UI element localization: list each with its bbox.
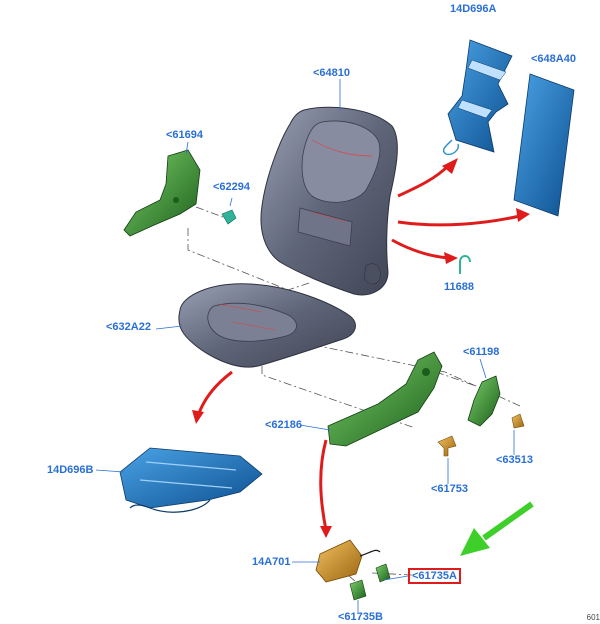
part-61753 — [437, 435, 457, 457]
heater-mat-14D696A — [442, 39, 513, 156]
label-648A40: <648A40 — [531, 53, 576, 65]
label-61735B: <61735B — [338, 611, 383, 623]
leader-lines — [95, 79, 515, 581]
label-61198: <61198 — [463, 346, 500, 358]
red-arrow-heads — [192, 158, 530, 538]
label-61694: <61694 — [166, 129, 204, 141]
heater-mat-14D696B — [119, 447, 263, 513]
label-14D696B: 14D696B — [47, 464, 94, 476]
hook-11688 — [459, 255, 471, 274]
label-11688: 11688 — [444, 281, 474, 293]
label-61753: <61753 — [431, 483, 469, 495]
seat-back-64810 — [260, 106, 398, 296]
connector-61735B — [349, 579, 367, 612]
connector-61735A — [375, 563, 391, 583]
label-14D696A: 14D696A — [450, 3, 497, 15]
part-63513 — [511, 413, 525, 429]
bracket-61198 — [467, 375, 501, 427]
clip-62294 — [221, 197, 237, 225]
seat-cushion-632A22 — [178, 283, 356, 368]
harness-14A701 — [315, 539, 381, 583]
green-indicator-arrow — [460, 501, 534, 556]
pad-648A40 — [513, 73, 575, 217]
side-shield-62186 — [327, 351, 443, 447]
label-63513: <63513 — [496, 454, 534, 466]
corner-code: 601 — [586, 613, 600, 622]
label-62186: <62186 — [265, 419, 303, 431]
bracket-61694 — [123, 149, 201, 237]
label-64810: <64810 — [313, 67, 351, 79]
label-62294: <62294 — [213, 181, 251, 193]
label-14A701: 14A701 — [252, 556, 291, 568]
label-632A22: <632A22 — [106, 321, 151, 333]
label-61735A-highlighted: <61735A — [408, 568, 461, 584]
